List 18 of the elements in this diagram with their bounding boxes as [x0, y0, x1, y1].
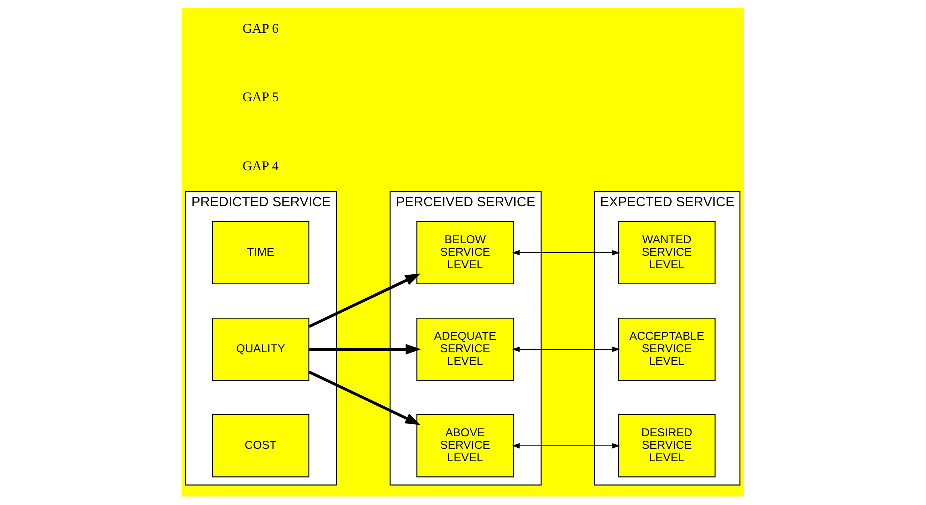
label: GAP 4	[242, 158, 279, 174]
node-box: BELOW SERVICE LEVEL	[416, 221, 514, 285]
node-box: ABOVE SERVICE LEVEL	[416, 414, 514, 478]
node-box: ADEQUATE SERVICE LEVEL	[416, 318, 514, 382]
label: GAP 6	[242, 20, 279, 36]
node-box: WANTED SERVICE LEVEL	[618, 221, 716, 285]
arrow	[309, 344, 422, 355]
node-box: COST	[212, 414, 310, 478]
node-box: QUALITY	[212, 318, 310, 382]
node-box: DESIRED SERVICE LEVEL	[618, 414, 716, 478]
arrow	[512, 443, 620, 449]
node-box: ACCEPTABLE SERVICE LEVEL	[618, 318, 716, 382]
arrow	[308, 370, 421, 426]
arrow	[308, 274, 421, 328]
arrow	[512, 250, 620, 256]
label: GAP 5	[242, 90, 279, 105]
node-box: TIME	[212, 221, 310, 285]
arrow	[512, 346, 620, 352]
